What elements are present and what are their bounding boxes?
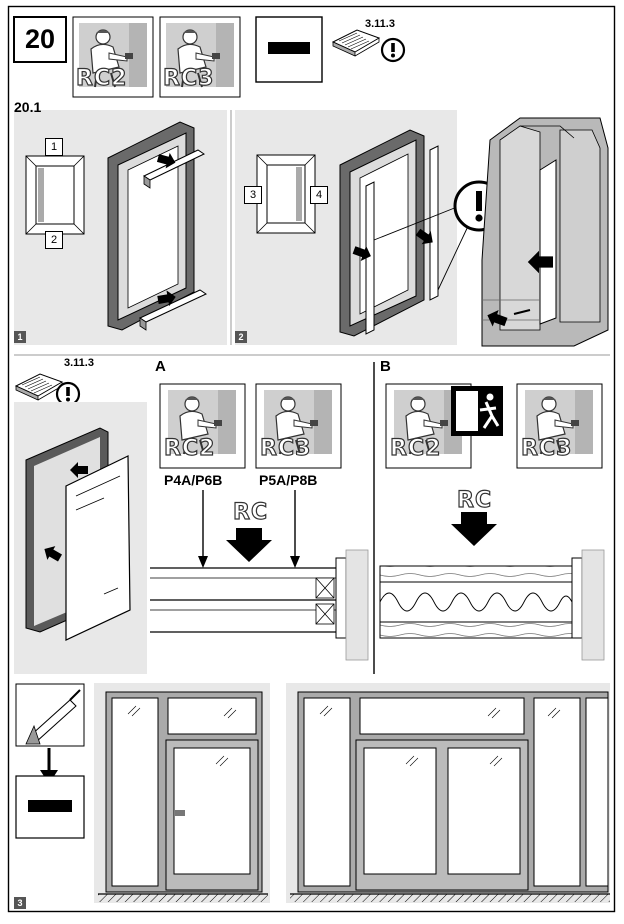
manual-ref: 3.11.3 bbox=[365, 18, 395, 30]
glass-section-a bbox=[150, 549, 369, 661]
class-label-rc3: P5A/P8B bbox=[259, 472, 318, 488]
elevation-left bbox=[98, 691, 268, 902]
rc-badge-a: RC bbox=[232, 499, 269, 525]
class-label-rc2: P4A/P6B bbox=[164, 472, 223, 488]
rc3-badge: RC3 bbox=[162, 65, 215, 91]
part-number-1: 1 bbox=[45, 138, 63, 156]
elevation-right bbox=[290, 691, 610, 902]
small-frame-1-2 bbox=[25, 155, 85, 235]
rc3-badge-b: RC3 bbox=[520, 435, 573, 461]
profile-bar-icon bbox=[268, 42, 310, 54]
frame-panel-1 bbox=[107, 121, 208, 331]
step-number-box bbox=[13, 16, 67, 63]
panel-number-2: 2 bbox=[235, 331, 247, 343]
down-arrow-icon bbox=[226, 528, 272, 562]
part-number-4: 4 bbox=[310, 186, 328, 204]
sealant-gun-icon bbox=[15, 683, 85, 747]
rc3-badge-a: RC3 bbox=[259, 435, 312, 461]
manual-ref-2: 3.11.3 bbox=[64, 357, 94, 369]
down-arrow-icon bbox=[451, 512, 497, 546]
caution-icon bbox=[380, 37, 406, 63]
rc2-badge-b: RC2 bbox=[389, 435, 442, 461]
frame-panel-2 bbox=[339, 129, 471, 337]
section-a-label: A bbox=[155, 358, 166, 375]
rc-badge-b: RC bbox=[456, 487, 493, 513]
door-install-illustration bbox=[25, 427, 131, 641]
part-number-2: 2 bbox=[45, 231, 63, 249]
panel-number-1: 1 bbox=[14, 331, 26, 343]
rc2-badge-a: RC2 bbox=[163, 435, 216, 461]
small-frame-3-4 bbox=[256, 154, 316, 234]
step-number: 20 bbox=[24, 24, 56, 54]
part-number-3: 3 bbox=[244, 186, 262, 204]
sub-step-number: 20.1 bbox=[14, 99, 42, 115]
panel-section-b bbox=[379, 549, 605, 661]
caution-icon bbox=[55, 381, 81, 407]
rc2-badge: RC2 bbox=[75, 65, 128, 91]
panel-number-3: 3 bbox=[14, 897, 26, 909]
profile-detail bbox=[481, 117, 609, 347]
section-b-label: B bbox=[380, 358, 391, 375]
